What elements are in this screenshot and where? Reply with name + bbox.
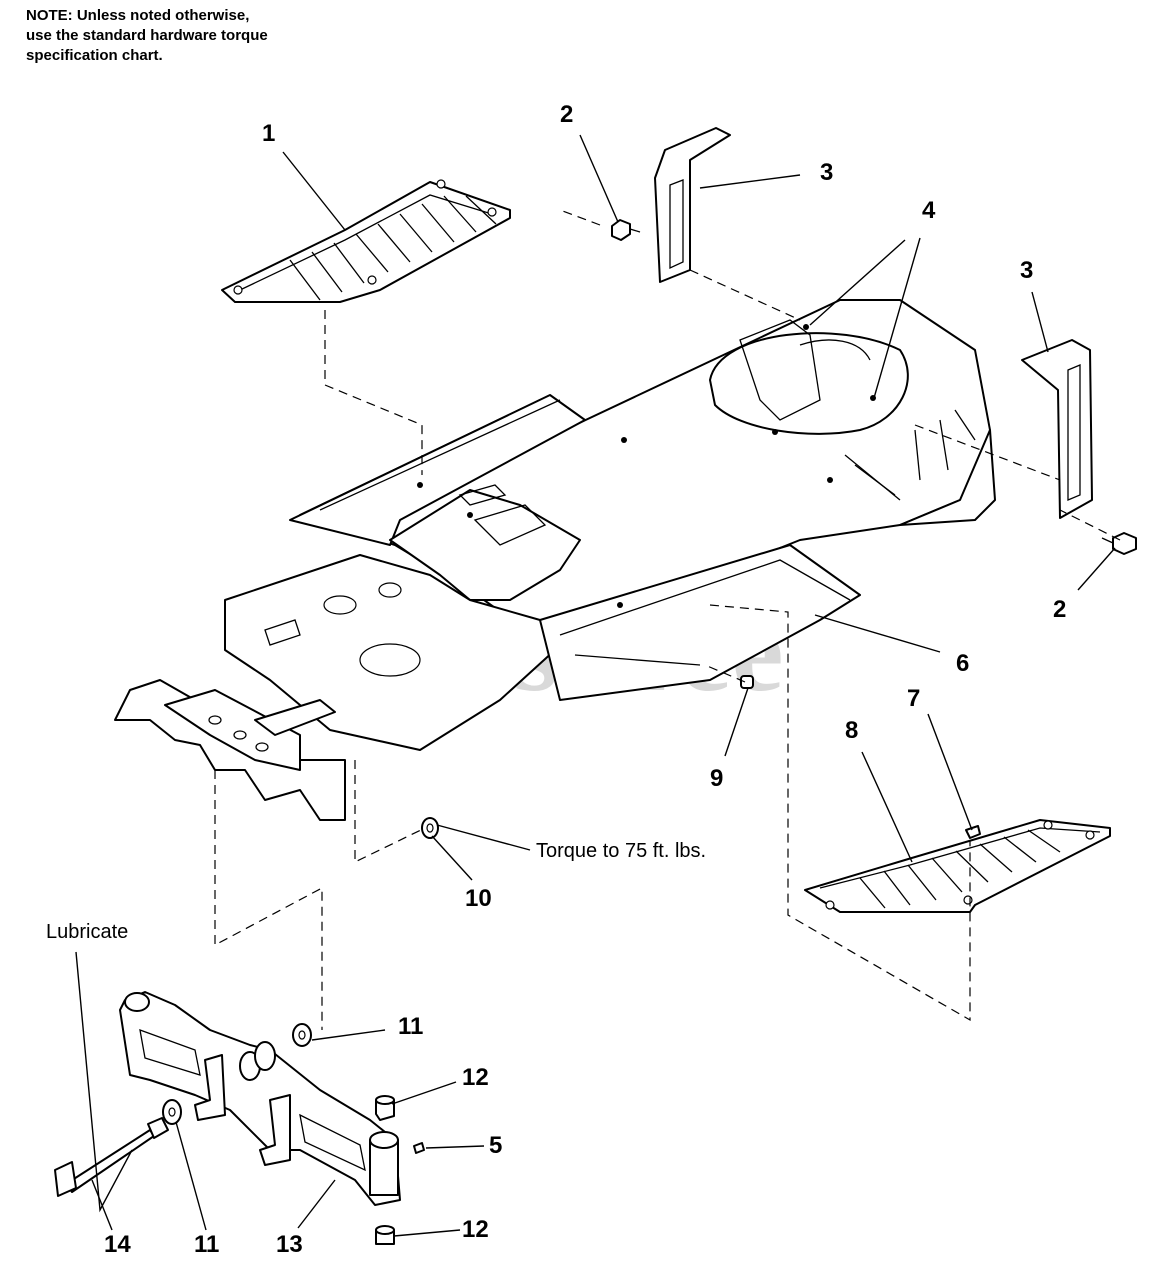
washer-item-11-upper [292, 1023, 312, 1047]
grease-fitting-item-5 [413, 1142, 425, 1154]
callout-11-upper: 11 [398, 1013, 423, 1040]
bushing-item-12-lower [375, 1225, 395, 1245]
bolt-top [611, 219, 641, 241]
seat-bracket-right [1021, 339, 1093, 519]
torque-annotation: Torque to 75 ft. lbs. [536, 840, 706, 862]
callout-13: 13 [276, 1231, 303, 1258]
leader-lines [75, 134, 1116, 1237]
footrest-plate-right [804, 819, 1111, 913]
callout-5: 5 [489, 1132, 502, 1159]
note-line-3: specification chart. [26, 47, 163, 64]
callout-14: 14 [104, 1231, 131, 1258]
callout-4: 4 [922, 197, 936, 224]
footrest-plate-left [221, 179, 511, 303]
bumper-item-9 [740, 675, 754, 689]
washer-item-10 [421, 817, 439, 839]
callout-1: 1 [262, 120, 275, 147]
screw-item-7 [965, 825, 981, 839]
callout-12-lower: 12 [462, 1216, 489, 1243]
note-line-1: NOTE: Unless noted otherwise, [26, 7, 250, 24]
callout-3-top: 3 [820, 159, 833, 186]
callout-12-upper: 12 [462, 1064, 489, 1091]
callout-11-lower: 11 [194, 1231, 219, 1258]
bushing-item-12-upper [375, 1095, 395, 1121]
callout-10: 10 [465, 885, 492, 912]
callout-8: 8 [845, 717, 858, 744]
callout-2-right: 2 [1053, 596, 1066, 623]
bolt-right [1101, 532, 1137, 555]
pivot-pin-item-14 [54, 1117, 169, 1197]
washer-item-11-lower [162, 1099, 182, 1125]
callout-3-right: 3 [1020, 257, 1033, 284]
callout-2-top: 2 [560, 101, 573, 128]
alignment-lines [214, 209, 1121, 1030]
callout-7: 7 [907, 685, 920, 712]
main-frame [114, 299, 996, 821]
callouts: 1 2 3 4 3 2 6 7 8 9 10 11 12 5 12 14 11 … [104, 101, 1066, 1258]
callout-9: 9 [710, 765, 723, 792]
note-line-2: use the standard hardware torque [26, 27, 268, 44]
front-axle [119, 991, 401, 1206]
lubricate-annotation: Lubricate [46, 921, 128, 943]
torque-note: NOTE: Unless noted otherwise, use the st… [26, 6, 268, 66]
seat-bracket-top [654, 127, 731, 283]
callout-6: 6 [956, 650, 969, 677]
